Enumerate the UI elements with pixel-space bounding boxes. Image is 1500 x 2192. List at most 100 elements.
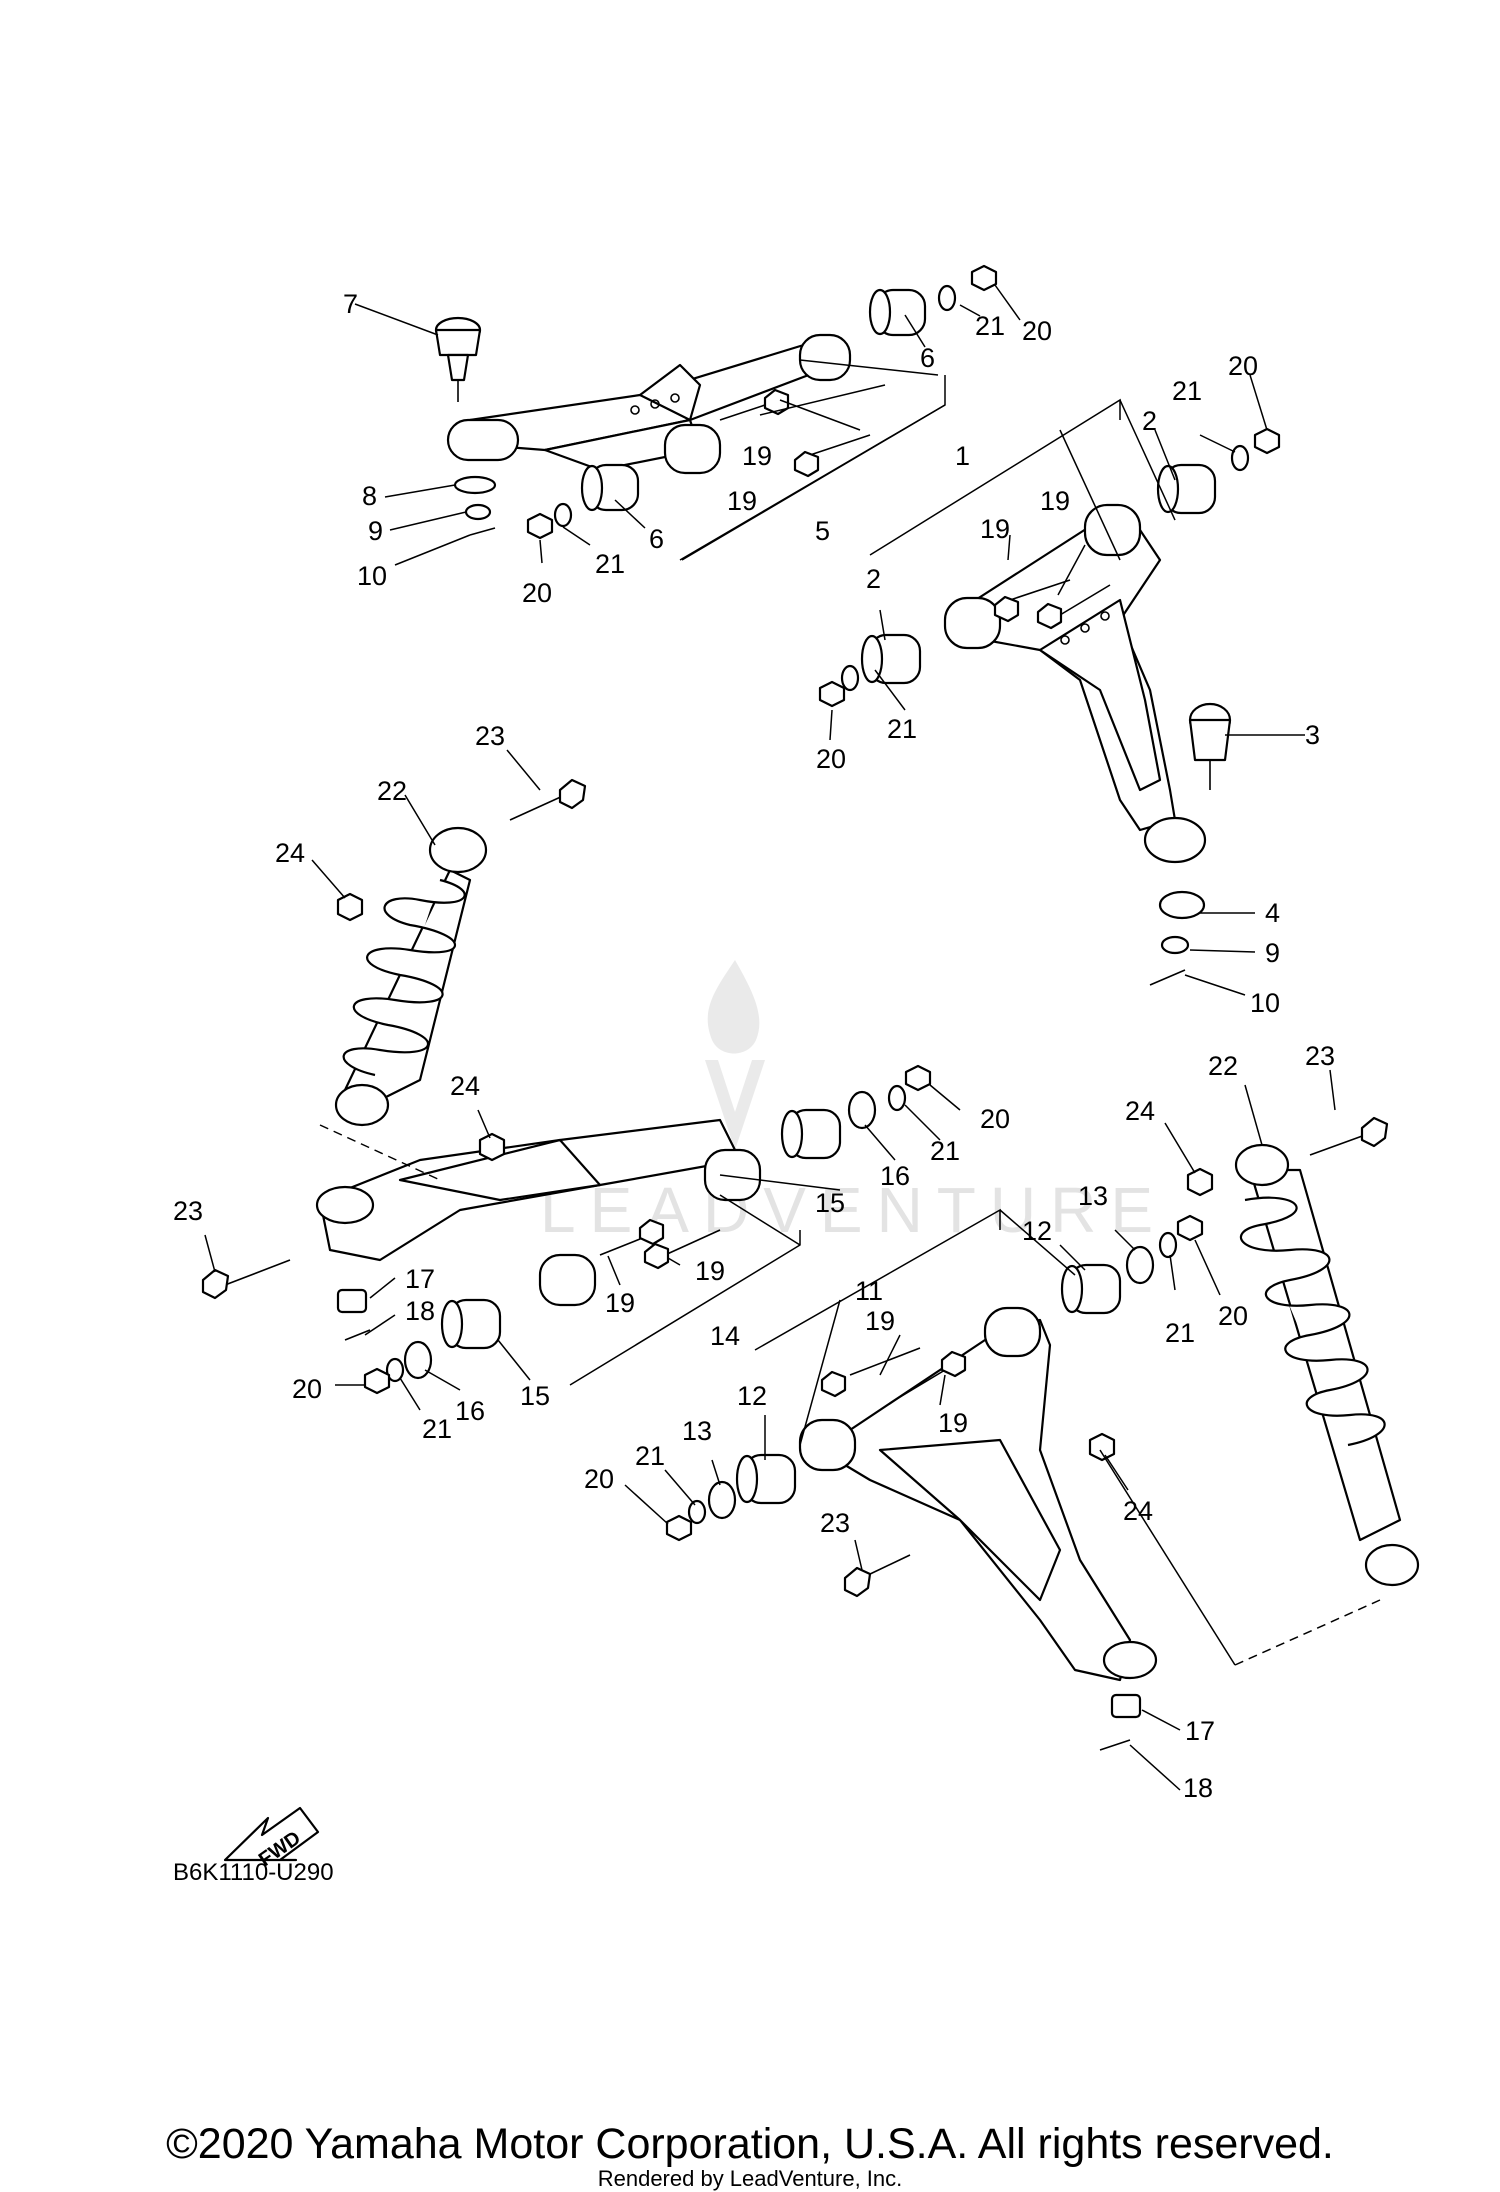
bushing-15-a	[780, 1108, 842, 1160]
circlip-8	[453, 475, 497, 495]
rendered-by-credit: Rendered by LeadVenture, Inc.	[597, 2166, 903, 2191]
callout-20: 20	[292, 1374, 322, 1404]
callout-1: 1	[955, 441, 970, 471]
callout-19: 19	[938, 1408, 968, 1438]
washer-21-right-b	[1230, 444, 1250, 472]
callout-4: 4	[1265, 898, 1280, 928]
washer-21-upper-b	[553, 502, 573, 528]
callout-16: 16	[455, 1396, 485, 1426]
callout-21: 21	[1172, 376, 1202, 406]
callout-13: 13	[1078, 1181, 1108, 1211]
callout-19: 19	[980, 514, 1010, 544]
bolt-23-right-shock	[1309, 1116, 1389, 1156]
leader-lines	[204, 284, 1381, 1791]
callout-14: 14	[710, 1321, 740, 1351]
callout-7: 7	[343, 289, 358, 319]
bolt-19-rear-a	[599, 1218, 665, 1256]
washer-16-a	[847, 1090, 877, 1130]
callout-23: 23	[1305, 1041, 1335, 1071]
nut-20-lower-a	[1176, 1214, 1204, 1242]
callout-13: 13	[682, 1416, 712, 1446]
callout-15: 15	[815, 1188, 845, 1218]
bolt-19-upper-b	[793, 434, 871, 478]
cotter-pin-18-rear-a	[344, 1329, 371, 1341]
callout-6: 6	[649, 524, 664, 554]
nut-17-lower	[1110, 1693, 1142, 1719]
callout-21: 21	[975, 311, 1005, 341]
nut-20-lower-b	[665, 1514, 693, 1542]
callout-12: 12	[737, 1381, 767, 1411]
callout-6: 6	[920, 343, 935, 373]
bushing-12-a	[1060, 1263, 1122, 1315]
cotter-pin-18-lower	[1099, 1739, 1131, 1751]
bolt-23-lower	[843, 1554, 911, 1598]
cotter-pin-10-upper	[469, 527, 496, 536]
callout-20: 20	[522, 578, 552, 608]
callout-24: 24	[1123, 1496, 1153, 1526]
callout-22: 22	[377, 776, 407, 806]
washer-16-b	[403, 1340, 433, 1380]
callout-18: 18	[405, 1296, 435, 1326]
callout-20: 20	[1228, 351, 1258, 381]
callout-20: 20	[980, 1104, 1010, 1134]
bushing-12-b	[735, 1453, 797, 1505]
lower-arm-right	[943, 503, 1207, 864]
shock-absorber-left	[334, 826, 488, 1127]
callout-8: 8	[362, 481, 377, 511]
nut-24-left-shock	[336, 892, 364, 922]
nut-20-right-b	[1253, 427, 1281, 455]
callout-24: 24	[275, 838, 305, 868]
watermark-text: LEADVENTURE	[540, 1174, 1167, 1246]
nut-24-right-shock	[1186, 1167, 1214, 1197]
nut-24-rear	[478, 1132, 506, 1162]
washer-13-a	[1125, 1245, 1155, 1285]
callout-23: 23	[173, 1196, 203, 1226]
bolt-23-rear-left	[201, 1259, 291, 1300]
nut-9-upper	[464, 503, 492, 521]
circlip-4	[1158, 890, 1206, 920]
callout-10: 10	[1250, 988, 1280, 1018]
bolt-19-rear-b	[643, 1229, 721, 1270]
callout-19: 19	[865, 1306, 895, 1336]
bolt-19-right-a	[993, 579, 1071, 623]
shock-absorber-right	[1234, 1143, 1420, 1587]
ball-joint-upper	[434, 316, 482, 402]
callout-16: 16	[880, 1161, 910, 1191]
cotter-pin-10-right	[1149, 969, 1186, 986]
callout-21: 21	[1165, 1318, 1195, 1348]
callout-21: 21	[422, 1414, 452, 1444]
callout-19: 19	[1040, 486, 1070, 516]
washer-21-rear-a	[887, 1084, 907, 1112]
callout-24: 24	[450, 1071, 480, 1101]
bushing-2-a	[860, 633, 922, 685]
callout-15: 15	[520, 1381, 550, 1411]
washer-21-rear-b	[385, 1357, 405, 1383]
callout-19: 19	[605, 1288, 635, 1318]
bolt-19-right-b	[1036, 584, 1111, 630]
bushing-15-b	[440, 1298, 502, 1350]
callout-5: 5	[815, 516, 830, 546]
callout-20: 20	[1218, 1301, 1248, 1331]
lower-arm-rear	[798, 1306, 1158, 1682]
callout-21: 21	[887, 714, 917, 744]
callout-18: 18	[1183, 1773, 1213, 1803]
callout-20: 20	[816, 744, 846, 774]
callout-11: 11	[855, 1276, 883, 1306]
callout-23: 23	[475, 721, 505, 751]
diagram-code: B6K1110-U290	[173, 1859, 334, 1886]
callout-22: 22	[1208, 1051, 1238, 1081]
washer-21-lower-a	[1158, 1231, 1178, 1259]
callout-20: 20	[584, 1464, 614, 1494]
bolt-23-left-shock	[509, 778, 587, 821]
callout-9: 9	[368, 516, 383, 546]
callout-24: 24	[1125, 1096, 1155, 1126]
washer-21-lower-b	[687, 1499, 707, 1525]
callout-labels: 7 8 9 10 20 21 6 5 19 19 6 21 20 1 2 21 …	[173, 289, 1335, 1803]
nut-20-rear-b	[363, 1367, 391, 1395]
callout-21: 21	[595, 549, 625, 579]
bushing-6-right	[868, 288, 927, 337]
upper-arm-rear	[315, 1118, 762, 1307]
callout-9: 9	[1265, 938, 1280, 968]
bushing-6-left	[580, 463, 640, 512]
